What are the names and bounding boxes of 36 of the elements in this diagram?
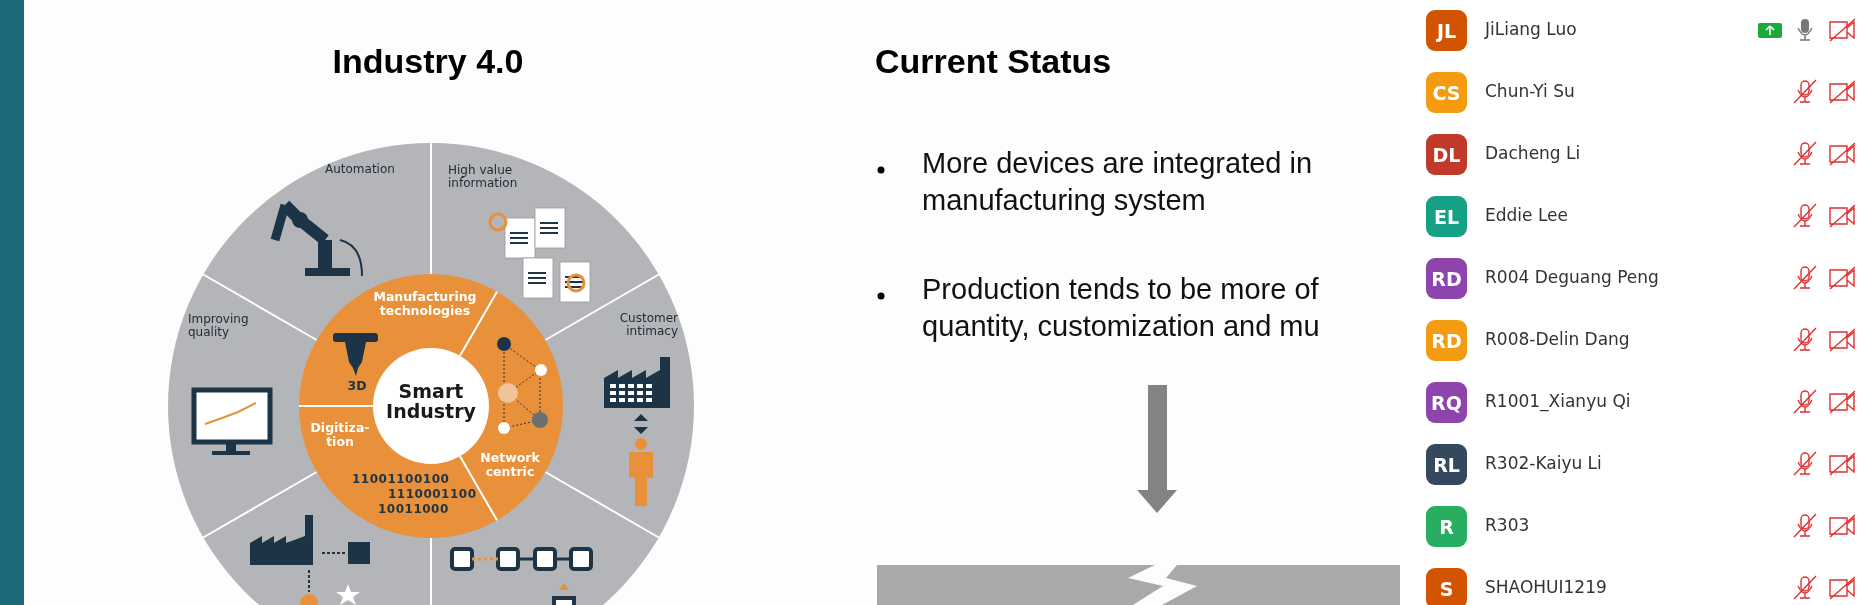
binary-text: 1110001100 <box>388 488 478 502</box>
segment-label: Network centric <box>479 451 541 479</box>
center-label: Smart Industry <box>385 382 477 422</box>
avatar-initials: RL <box>1426 444 1467 485</box>
avatar-initials: RQ <box>1426 382 1467 423</box>
avatar-initials: S <box>1426 568 1467 605</box>
avatar-initials: RD <box>1426 258 1467 299</box>
participant-name: R302-Kaiyu Li <box>1485 453 1602 473</box>
participant-name: Chun-Yi Su <box>1485 81 1575 101</box>
segment-label: 3D <box>346 379 368 393</box>
binary-text: 10011000 <box>378 503 450 517</box>
avatar-initials: R <box>1426 506 1467 547</box>
slide-heading: Current Status <box>875 42 1113 82</box>
participant-name: R008-Delin Dang <box>1485 329 1630 349</box>
segment-label: Automation <box>325 163 396 177</box>
participant-name: R303 <box>1485 515 1530 535</box>
segment-label: Digitiza- tion <box>309 421 371 449</box>
participant-name: R004 Deguang Peng <box>1485 267 1659 287</box>
avatar-initials: DL <box>1426 134 1467 175</box>
participant-name: Eddie Lee <box>1485 205 1568 225</box>
avatar-initials: CS <box>1426 72 1467 113</box>
avatar-initials: EL <box>1426 196 1467 237</box>
avatar-initials: JL <box>1426 10 1467 51</box>
participant-name: Dacheng Li <box>1485 143 1581 163</box>
slide-heading: Industry 4.0 <box>331 42 525 82</box>
participant-name: JiLiang Luo <box>1485 19 1577 39</box>
segment-label: Customer intimacy <box>618 312 678 339</box>
bullet-text: Production tends to be more of quantity, customization and mu <box>922 272 1321 344</box>
segment-label: High value information <box>448 164 519 191</box>
segment-label: Manufacturing technologies <box>372 290 478 318</box>
segment-label: Improving quality <box>188 313 250 340</box>
participant-name: R1001_Xianyu Qi <box>1485 391 1631 411</box>
binary-text: 11001100100 <box>352 473 451 487</box>
participant-name: SHAOHUI1219 <box>1485 577 1607 597</box>
bullet-text: More devices are integrated in manufacturing system <box>922 146 1314 218</box>
avatar-initials: RD <box>1426 320 1467 361</box>
